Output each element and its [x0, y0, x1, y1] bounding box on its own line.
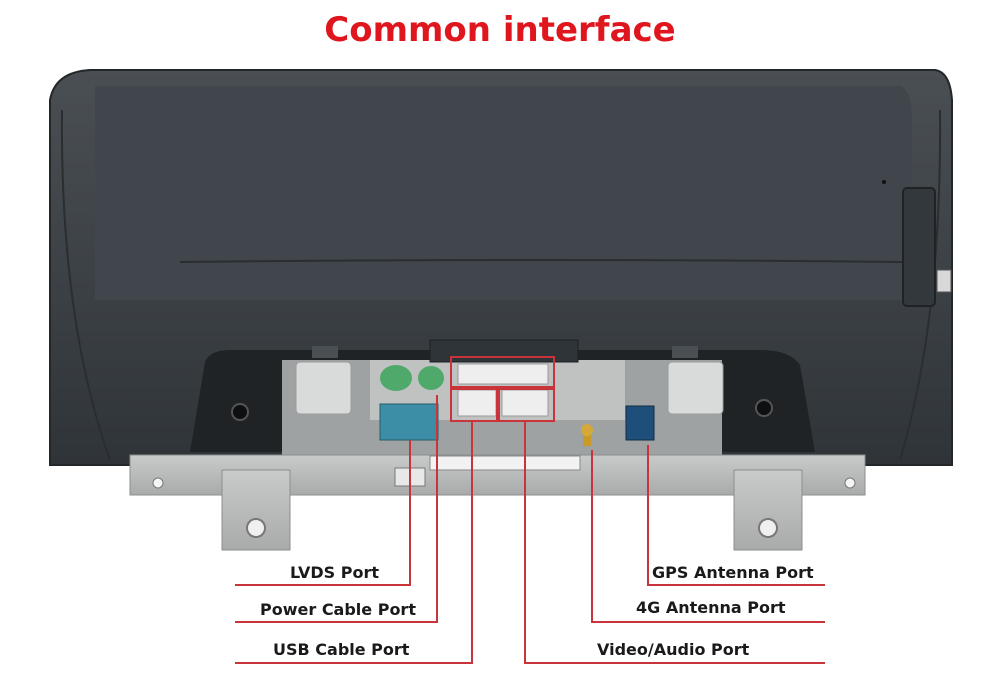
- gps-antenna-port-label: GPS Antenna Port: [652, 563, 814, 582]
- power-cable-port-label: Power Cable Port: [260, 600, 416, 619]
- highlight-boxes: [450, 356, 555, 422]
- 4g-antenna-port-label: 4G Antenna Port: [636, 598, 786, 617]
- lvds-port-label: LVDS Port: [290, 563, 380, 582]
- page-title: Common interface: [324, 10, 676, 50]
- video-audio-port-label: Video/Audio Port: [597, 640, 750, 659]
- leader-lines: [235, 395, 825, 664]
- usb-cable-port-label: USB Cable Port: [273, 640, 410, 659]
- connectors: [379, 363, 655, 446]
- chassis-plate: [129, 454, 866, 551]
